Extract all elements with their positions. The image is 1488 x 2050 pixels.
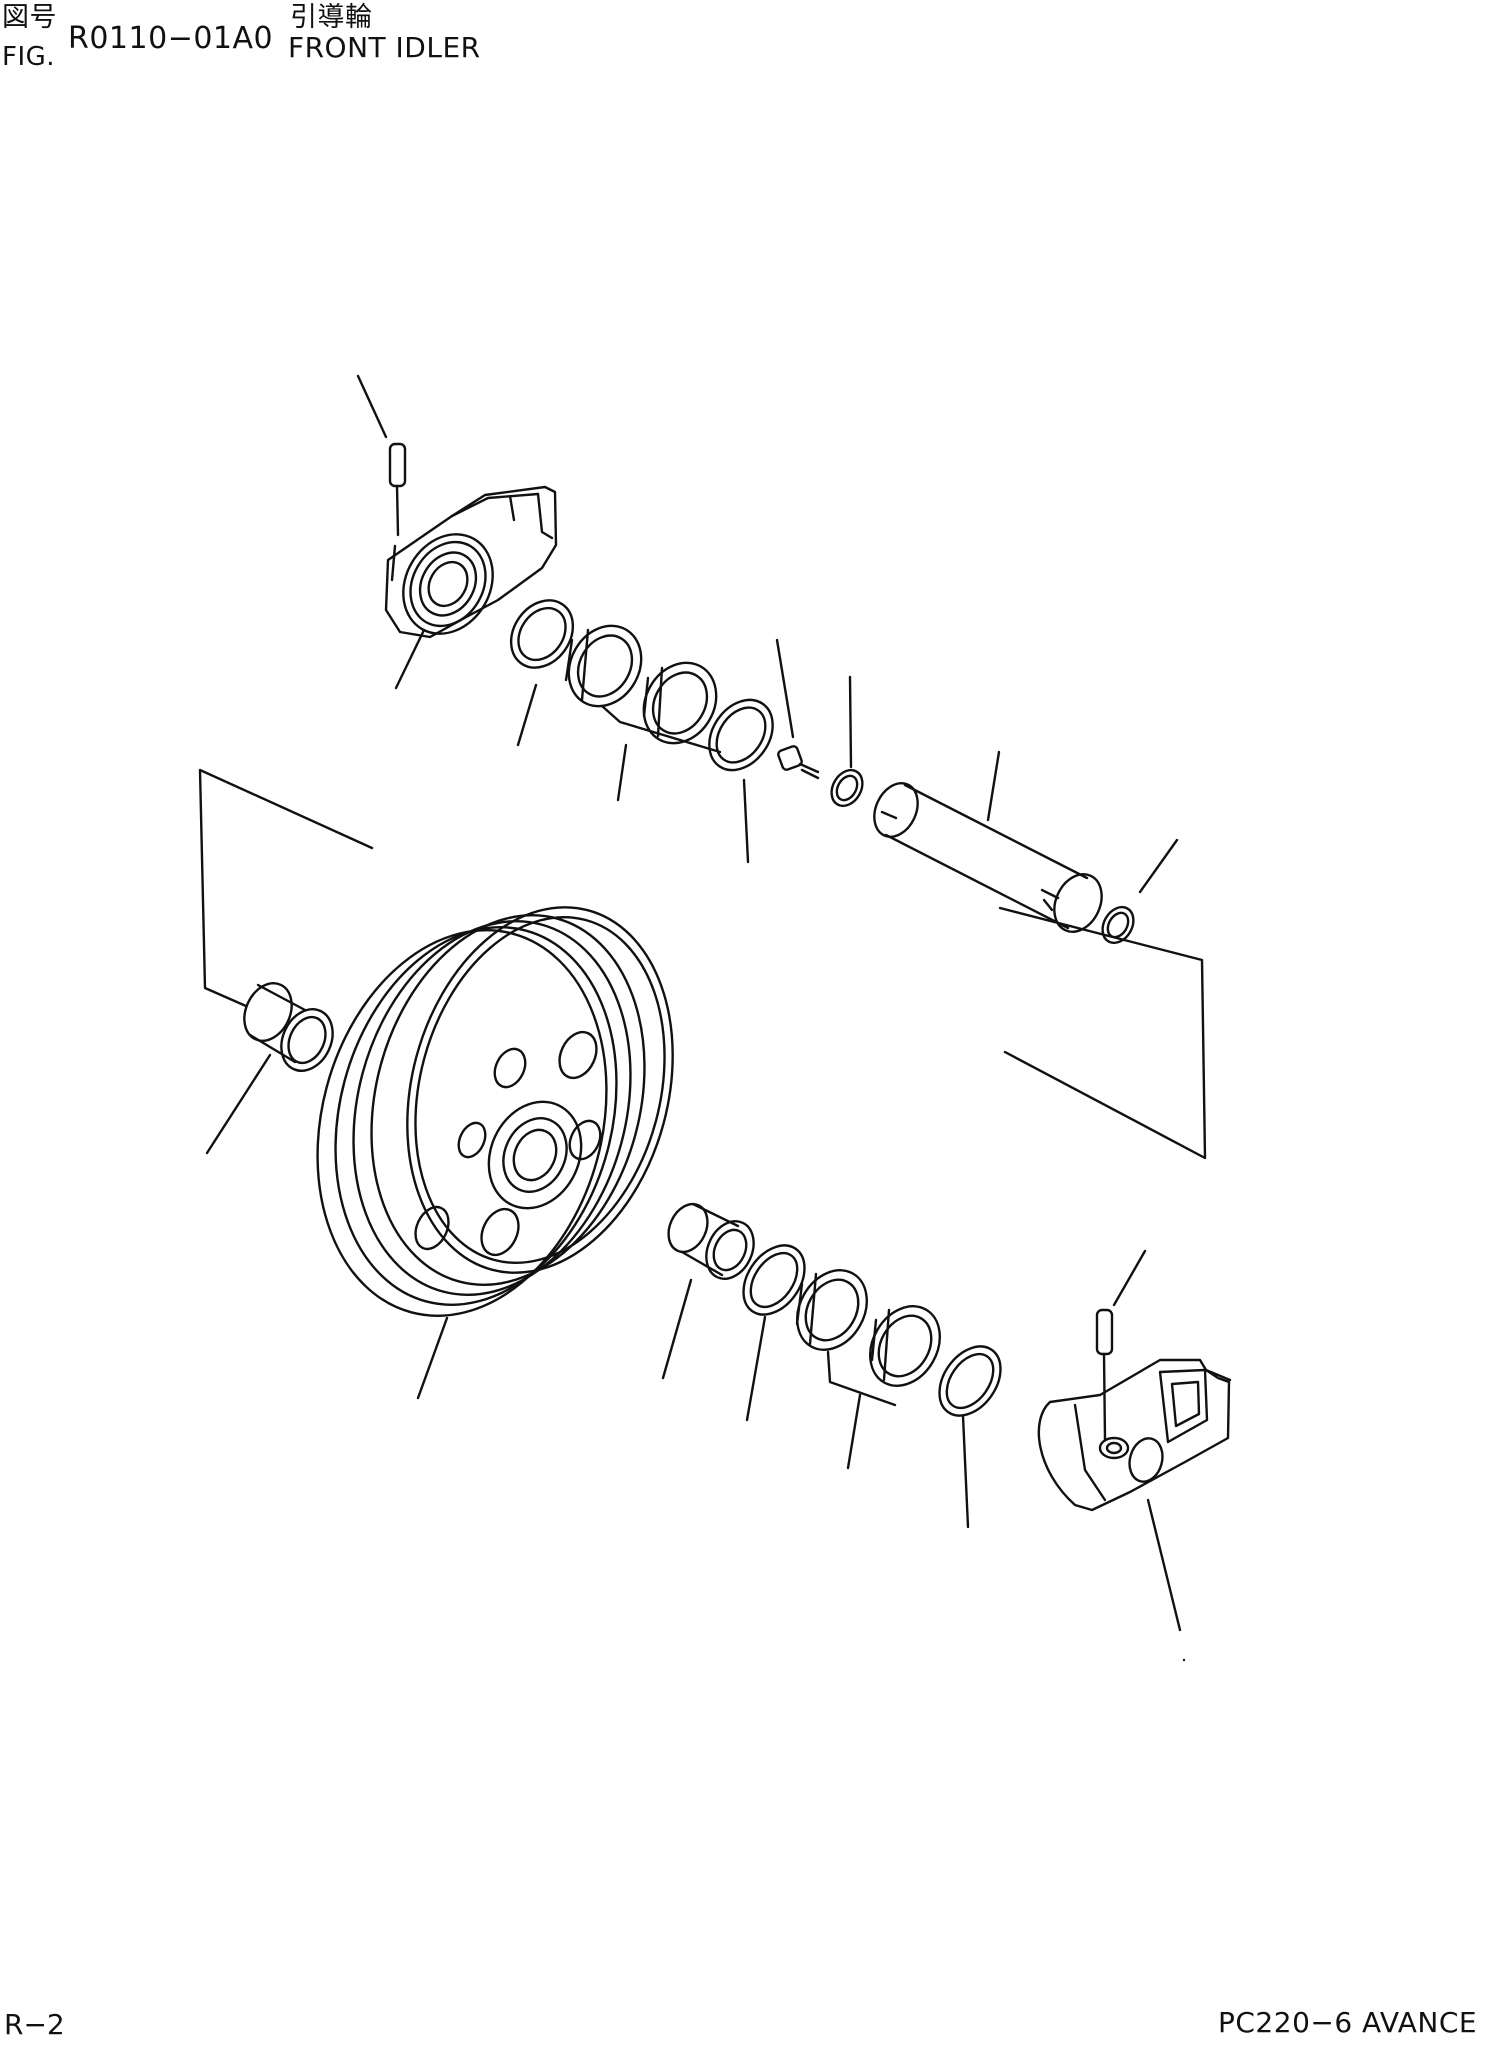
floating-seal-icon-bottom <box>783 1258 953 1399</box>
page-title: FRONT IDLER <box>288 31 481 64</box>
bracket-icon-top <box>386 487 556 650</box>
pin-icon-top <box>390 444 405 535</box>
idler-wheel-icon <box>276 877 712 1348</box>
figure-number: R0110−01A0 <box>68 21 274 56</box>
pin-icon-bottom <box>1097 1310 1112 1440</box>
floating-seal-icon-top <box>555 613 731 757</box>
model-name: PC220−6 AVANCE <box>1218 2006 1478 2039</box>
stray-mark <box>1182 1658 1186 1662</box>
shaft-icon <box>866 776 1111 939</box>
bracket-icon-bottom <box>1039 1360 1230 1510</box>
o-ring-icon-small-2 <box>1096 902 1139 949</box>
fig-label-cjk: 図号 <box>2 2 57 33</box>
title-cjk: 引導輪 <box>290 2 373 33</box>
o-ring-icon-top-2 <box>696 688 785 782</box>
plug-icon <box>777 745 818 778</box>
fig-label: FIG. <box>2 42 56 72</box>
o-ring-icon-bottom-2 <box>927 1335 1013 1427</box>
page-number: R−2 <box>4 2008 65 2041</box>
o-ring-icon-small-1 <box>825 765 868 812</box>
bushing-icon-right <box>661 1198 762 1287</box>
o-ring-icon-bottom-1 <box>731 1234 817 1326</box>
assembly-lines <box>200 770 1205 1158</box>
leader-lines <box>207 376 1180 1630</box>
bushing-icon-left <box>235 976 342 1080</box>
o-ring-icon-top-1 <box>498 588 585 679</box>
